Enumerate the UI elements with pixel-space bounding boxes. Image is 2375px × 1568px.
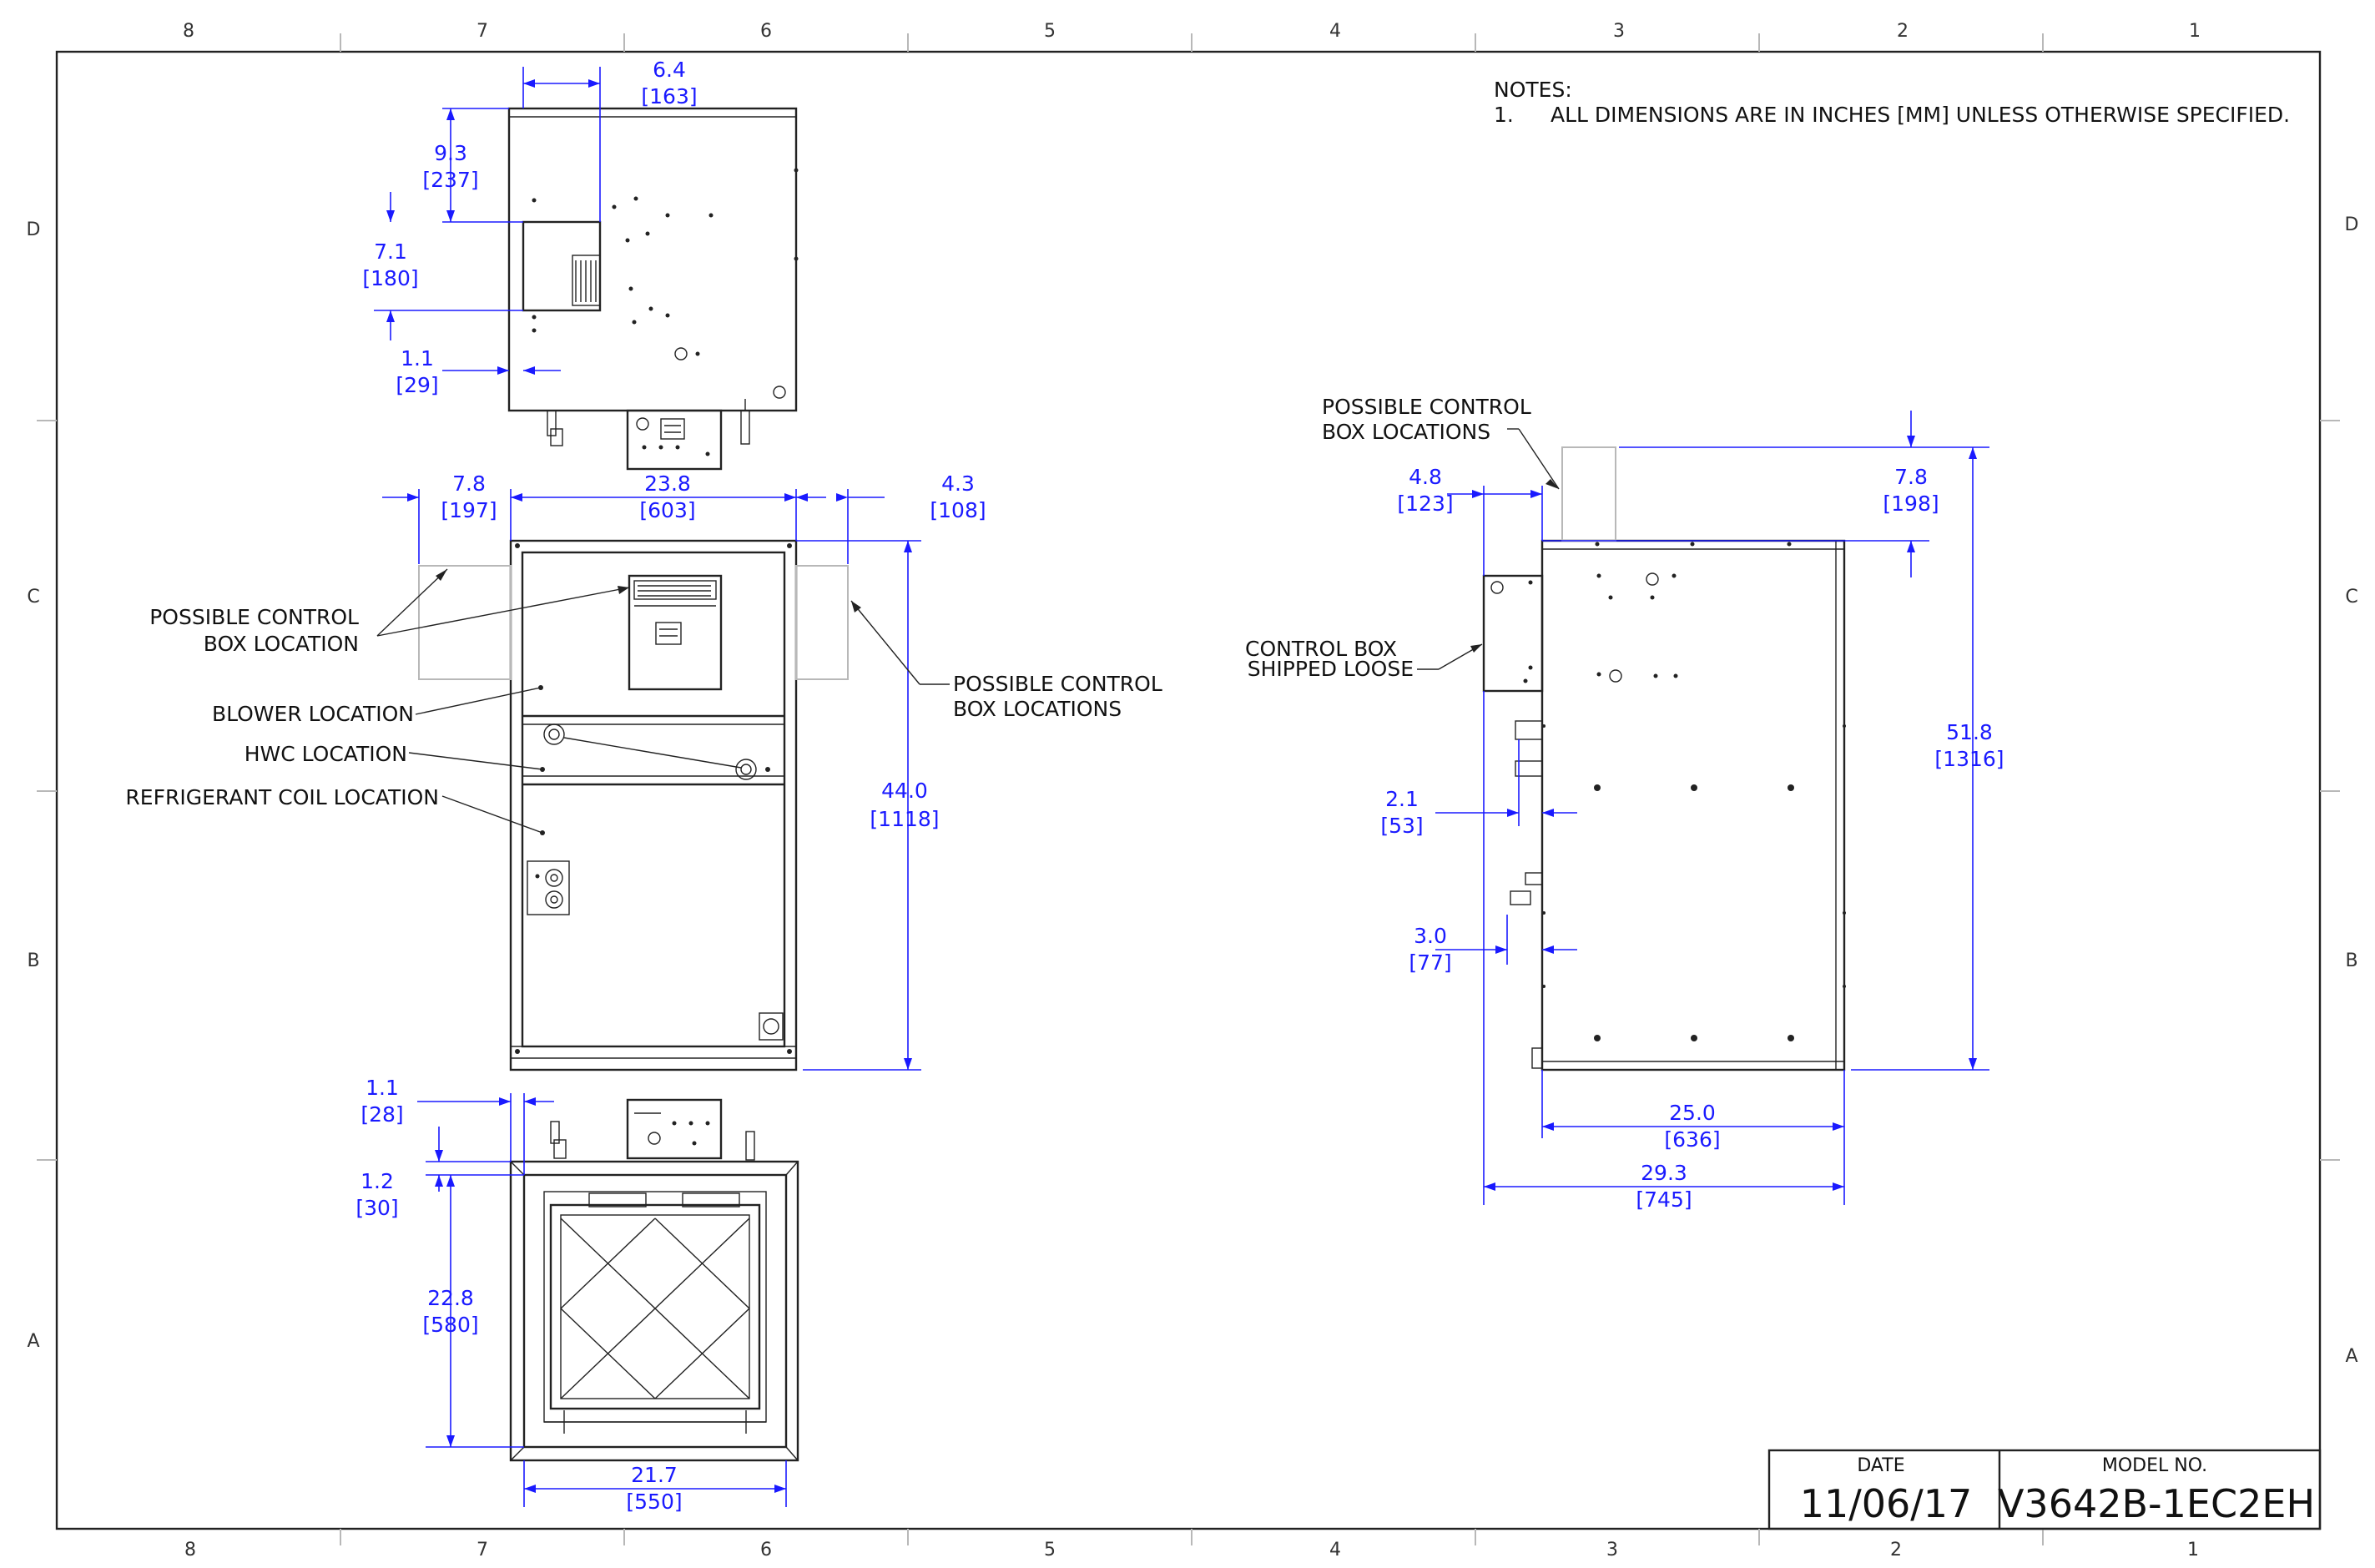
note-text: ALL DIMENSIONS ARE IN INCHES [MM] UNLESS… [1551, 103, 2290, 127]
zone-row-label: A [2345, 1346, 2357, 1367]
front-view-dimensions [382, 489, 921, 1071]
zone-col-label: 8 [183, 21, 194, 42]
dim-side-total-height: 51.8 [1946, 720, 1993, 744]
zone-col-label: 6 [760, 21, 772, 42]
dim-bottom-depth-mm: [580] [422, 1313, 478, 1337]
title-block [1767, 1449, 2322, 1530]
label-control-box-shipped-l2: SHIPPED LOOSE [1248, 657, 1414, 681]
zone-col-label: 5 [1044, 21, 1056, 42]
label-blower-location: BLOWER LOCATION [212, 702, 414, 726]
zone-row-label: C [2345, 587, 2357, 608]
dim-bottom-depth: 22.8 [427, 1286, 474, 1310]
dim-top-box-edge-mm: [29] [396, 373, 438, 397]
bottom-view-dimensions [417, 1093, 787, 1507]
zone-col-label: 4 [1329, 1540, 1341, 1560]
dim-front-left-box: 7.8 [452, 471, 486, 496]
dim-side-pipe-upper: 2.1 [1385, 787, 1419, 811]
label-possible-control-box: POSSIBLE CONTROL [149, 605, 359, 629]
dim-bottom-width-mm: [550] [626, 1490, 682, 1514]
dim-front-height: 44.0 [881, 779, 928, 803]
zone-col-label: 4 [1329, 21, 1341, 42]
dim-side-box-offset: 4.8 [1409, 465, 1442, 489]
zone-col-label: 2 [1890, 1540, 1902, 1560]
dim-side-depth: 25.0 [1669, 1101, 1716, 1125]
dim-bottom-edge: 1.1 [366, 1076, 399, 1100]
notes-title: NOTES: [1494, 78, 1572, 102]
dim-top-box-height: 7.1 [374, 239, 407, 264]
front-view [418, 539, 849, 1071]
dim-front-left-box-mm: [197] [441, 498, 497, 522]
dim-top-box-height-mm: [180] [362, 266, 418, 290]
top-view [507, 107, 799, 471]
zone-col-label: 8 [184, 1540, 196, 1560]
dim-side-top-box-mm: [198] [1883, 492, 1939, 516]
dim-front-right-box: 4.3 [941, 471, 975, 496]
dim-front-height-mm: [1118] [870, 807, 939, 831]
zone-row-label: C [27, 587, 39, 608]
dim-bottom-offset-mm: [30] [355, 1196, 398, 1220]
dim-top-width-offset-mm: [163] [641, 84, 697, 108]
label-side-possible-control: POSSIBLE CONTROL [1322, 395, 1531, 419]
dim-top-box-edge: 1.1 [401, 346, 434, 371]
zone-col-label: 7 [477, 21, 488, 42]
zone-row-label: A [27, 1331, 39, 1352]
dim-side-box-offset-mm: [123] [1397, 492, 1453, 516]
label-possible-control-box-locations: POSSIBLE CONTROL [953, 672, 1162, 696]
dim-front-right-box-mm: [108] [930, 498, 986, 522]
top-view-dimensions [374, 67, 601, 375]
title-date-value: 11/06/17 [1800, 1481, 1973, 1526]
dim-side-total-depth: 29.3 [1641, 1161, 1687, 1185]
label-possible-control-box-locations-l2: BOX LOCATIONS [953, 697, 1122, 721]
dim-top-width-offset: 6.4 [653, 58, 686, 82]
front-view-leaders [376, 568, 950, 834]
zone-col-label: 7 [477, 1540, 488, 1560]
dim-side-top-box: 7.8 [1894, 465, 1928, 489]
dim-side-total-height-mm: [1316] [1934, 747, 2004, 771]
zone-col-label: 3 [1606, 1540, 1618, 1560]
dim-side-pipe-lower: 3.0 [1414, 924, 1447, 948]
title-date-label: DATE [1857, 1455, 1904, 1476]
zone-row-label: D [2345, 214, 2359, 235]
dim-front-width: 23.8 [644, 471, 691, 496]
zone-col-label: 3 [1613, 21, 1625, 42]
zone-col-label: 6 [760, 1540, 772, 1560]
title-model-label: MODEL NO. [2102, 1455, 2207, 1476]
zone-col-label: 2 [1897, 21, 1909, 42]
dim-front-width-mm: [603] [639, 498, 695, 522]
zone-tick-marks [37, 33, 2340, 1545]
zone-row-label: B [2345, 950, 2357, 971]
dim-side-total-depth-mm: [745] [1636, 1187, 1692, 1212]
zone-col-label: 1 [2187, 1540, 2199, 1560]
side-view-dimensions [1435, 411, 1989, 1205]
zone-col-label: 1 [2189, 21, 2201, 42]
dim-bottom-width: 21.7 [631, 1463, 678, 1487]
zone-row-label: B [27, 950, 39, 971]
dim-bottom-offset: 1.2 [361, 1169, 394, 1193]
label-hwc-location: HWC LOCATION [245, 742, 407, 766]
dim-side-pipe-upper-mm: [53] [1380, 814, 1423, 838]
dim-bottom-edge-mm: [28] [361, 1102, 403, 1127]
label-control-box-shipped: CONTROL BOX [1245, 637, 1397, 661]
title-model-value: V3642B-1EC2EH [1998, 1481, 2315, 1526]
zone-row-label: D [27, 219, 41, 240]
dim-side-depth-mm: [636] [1664, 1127, 1720, 1152]
label-side-possible-control-l2: BOX LOCATIONS [1322, 420, 1490, 444]
zone-col-label: 5 [1044, 1540, 1056, 1560]
label-possible-control-box-l2: BOX LOCATION [204, 632, 359, 656]
dim-side-pipe-lower-mm: [77] [1409, 950, 1451, 975]
dim-top-depth-offset-mm: [237] [422, 168, 478, 192]
label-refrigerant-coil-location: REFRIGERANT COIL LOCATION [125, 785, 439, 809]
note-number: 1. [1494, 103, 1514, 127]
dim-top-depth-offset: 9.3 [434, 141, 467, 165]
bottom-view [509, 1098, 799, 1462]
